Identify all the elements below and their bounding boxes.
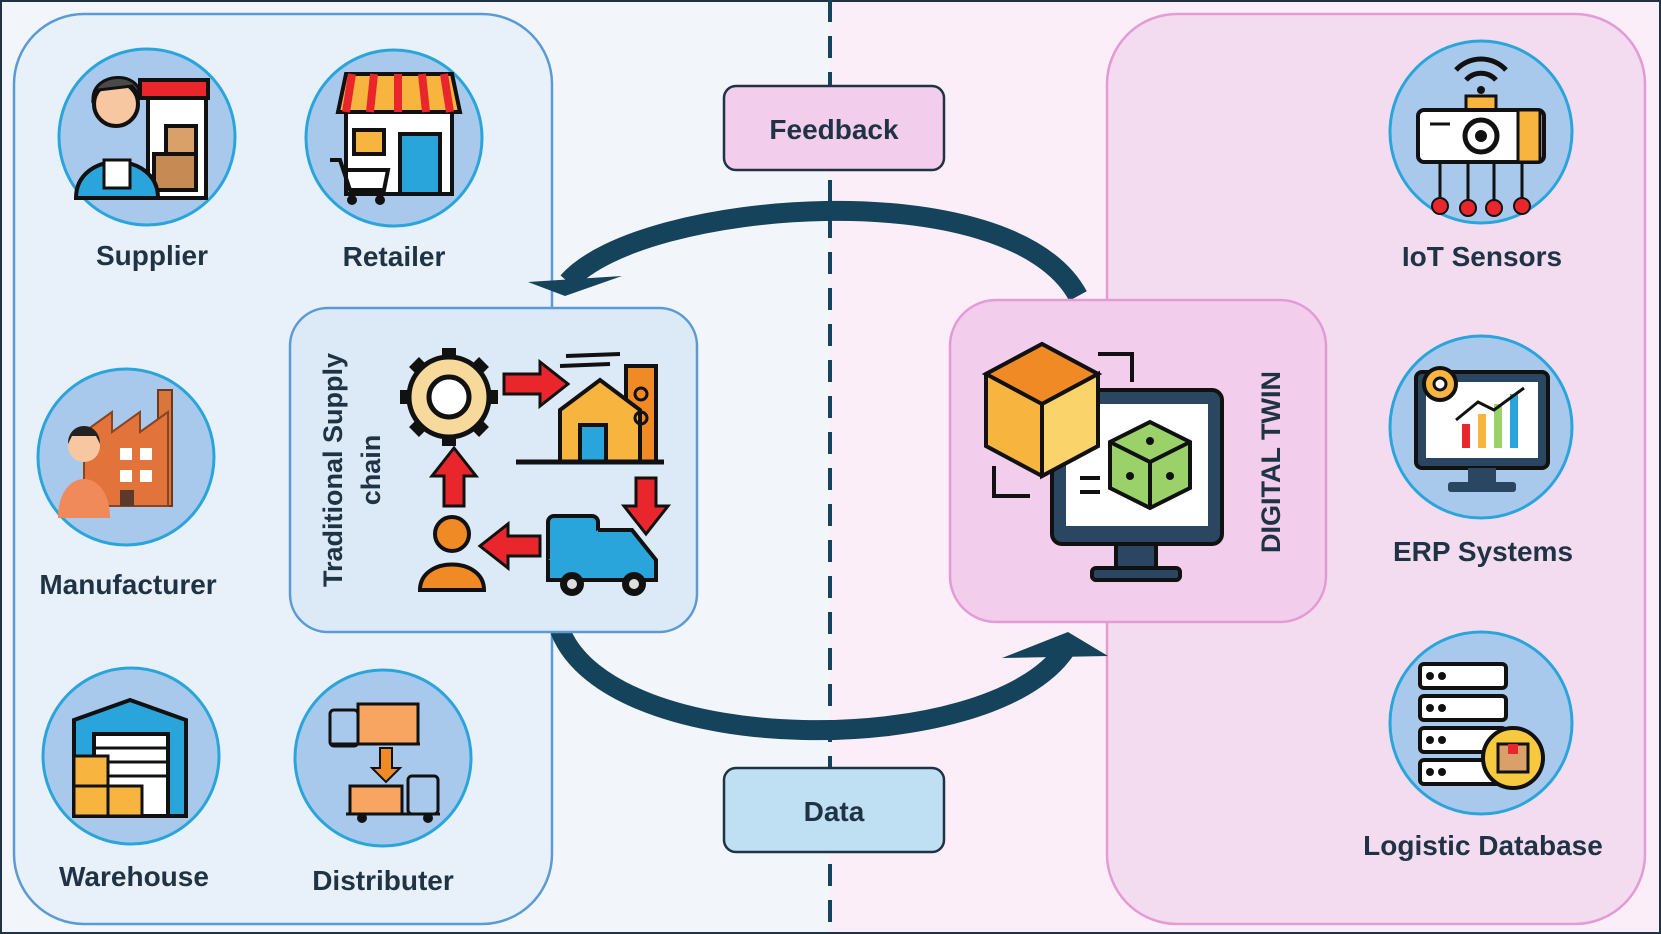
feedback-arrow [560, 200, 1087, 302]
distribution-truck-icon [328, 702, 440, 823]
supply-chain-title-line2: chain [356, 435, 386, 506]
warehouse-icon [72, 697, 188, 818]
supplier-node: Supplier [57, 47, 237, 271]
logistic-database-label: Logistic Database [1363, 830, 1603, 861]
feedback-box [722, 84, 946, 172]
logistic-database-circle [1388, 630, 1574, 816]
warehouse-label: Warehouse [59, 861, 209, 892]
distributer-label: Distributer [312, 865, 454, 896]
distributer-node: Distributer [293, 668, 473, 896]
logistic-database-node: Logistic Database [1363, 630, 1603, 861]
flow-arrow-down-icon [620, 476, 672, 537]
flow-arrow-right-icon [502, 358, 571, 410]
supplier-label: Supplier [96, 240, 208, 271]
iot-sensors-label: IoT Sensors [1402, 241, 1562, 272]
erp-systems-label: ERP Systems [1393, 536, 1573, 567]
erp-monitor-icon [1414, 366, 1550, 492]
iot-sensor-icon [1416, 56, 1546, 217]
retailer-node: Retailer [304, 48, 484, 272]
retailer-label: Retailer [343, 241, 446, 272]
retailer-store-icon [330, 72, 463, 205]
cube-icon [981, 341, 1103, 480]
feedback-label: Feedback [769, 114, 899, 145]
feedback-arrowhead [528, 276, 622, 296]
flow-arrow-up-icon [428, 445, 480, 508]
data-label: Data [804, 796, 865, 827]
warehouse-node: Warehouse [41, 666, 221, 892]
supply-chain-title-line1: Traditional Supply [318, 353, 348, 587]
small-factory-icon [516, 352, 664, 465]
database-server-icon [1418, 662, 1545, 790]
supply-cycle-icon [400, 348, 672, 596]
data-arrow [550, 625, 1074, 741]
manufacturer-node: Manufacturer [36, 367, 217, 600]
iot-sensors-node: IoT Sensors [1388, 39, 1574, 272]
digital-twin-monitor-icon [981, 341, 1224, 582]
erp-systems-node: ERP Systems [1388, 334, 1574, 567]
data-arrowhead [1002, 632, 1108, 658]
delivery-truck-icon [546, 514, 658, 596]
flow-arrow-left-icon [477, 520, 542, 572]
supplier-icon [73, 76, 210, 200]
digital-twin-label: DIGITAL TWIN [1256, 371, 1286, 553]
gear-icon [400, 348, 498, 446]
factory-icon [58, 389, 173, 518]
data-box [722, 766, 946, 854]
customer-person-icon [417, 515, 487, 592]
manufacturer-label: Manufacturer [39, 569, 216, 600]
